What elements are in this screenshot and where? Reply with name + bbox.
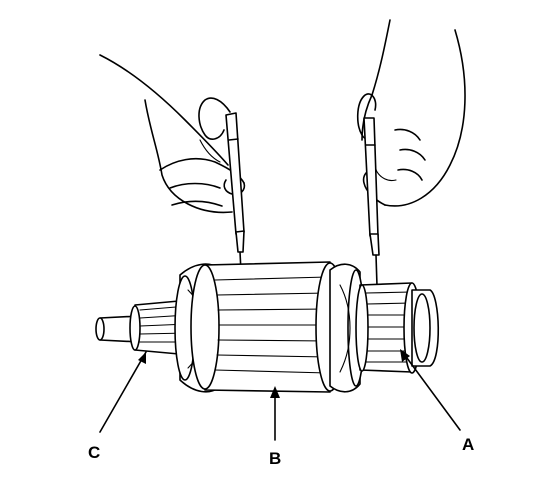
label-b: B [269, 449, 281, 468]
right-probe [363, 117, 380, 287]
armature [95, 261, 440, 393]
pointer-a [400, 349, 461, 431]
pointer-b [270, 386, 280, 441]
label-a: A [462, 435, 474, 454]
label-c: C [88, 443, 100, 462]
pointer-c [99, 351, 147, 433]
left-probe-lead [198, 97, 231, 140]
right-hand [361, 19, 466, 207]
